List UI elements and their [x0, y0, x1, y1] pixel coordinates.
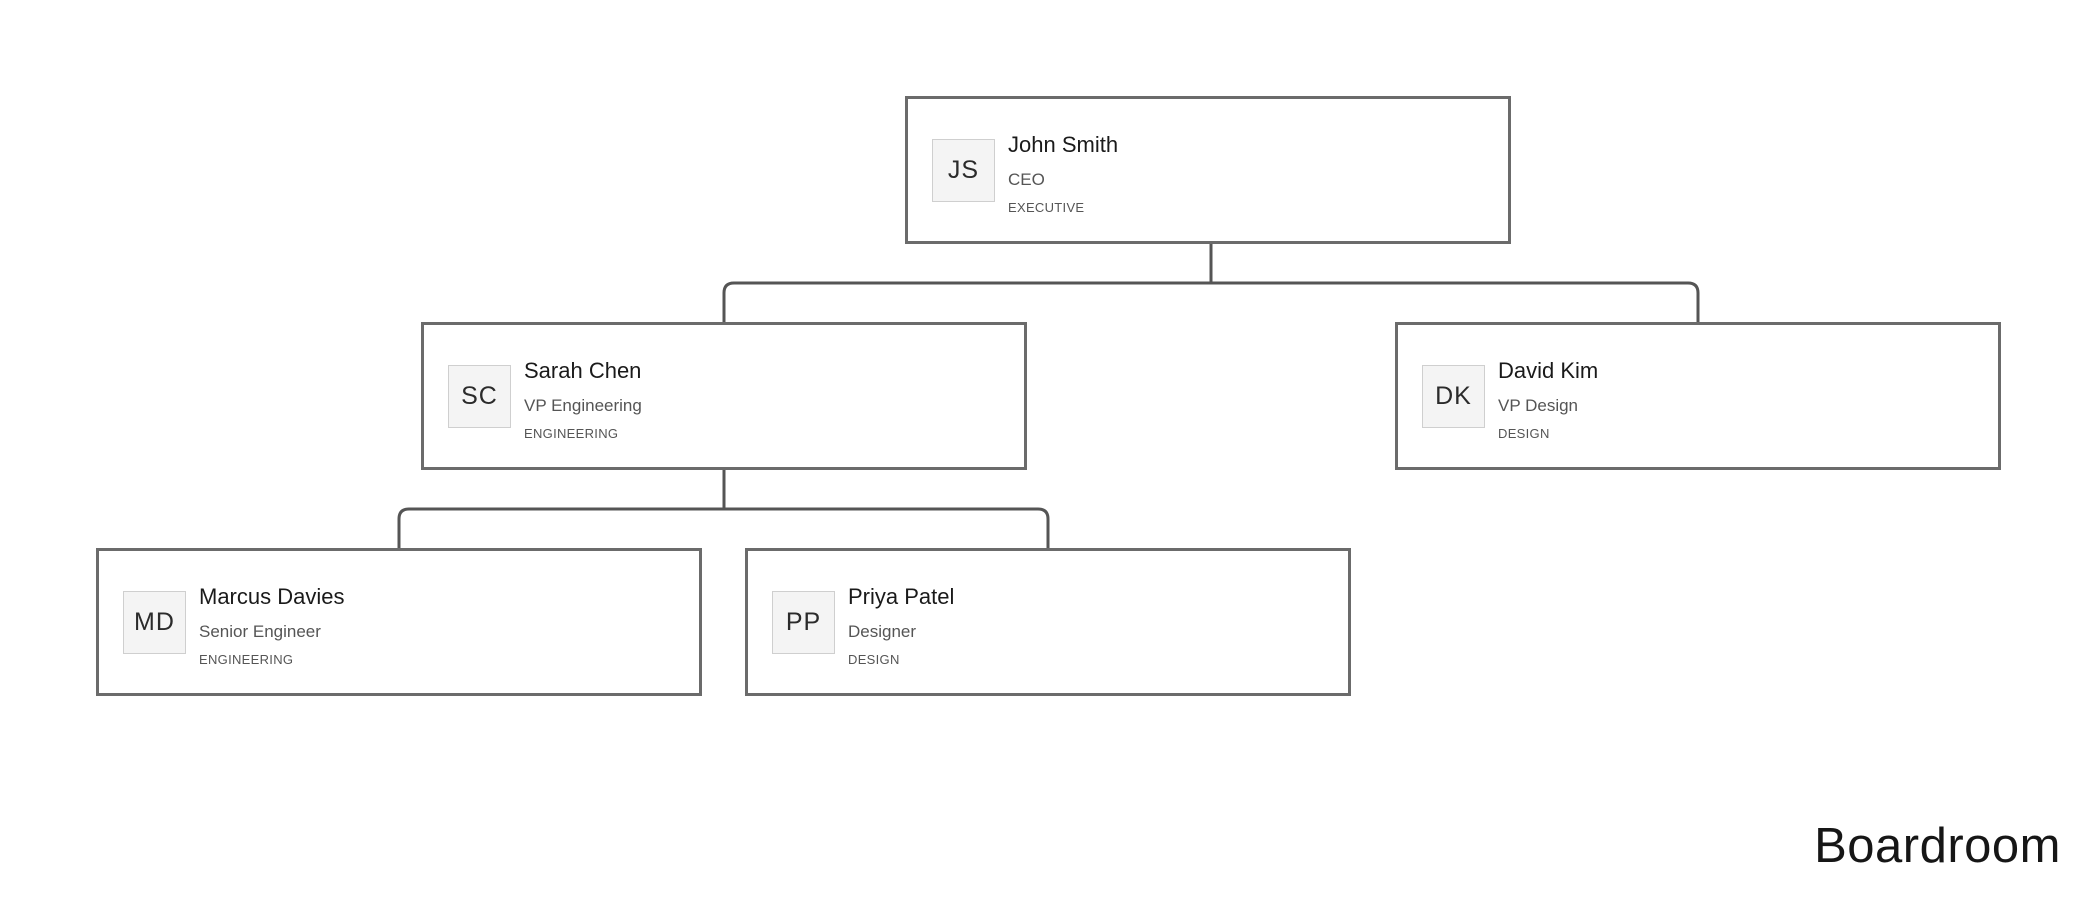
org-node-john-smith[interactable]: JS John Smith CEO EXECUTIVE: [905, 96, 1511, 244]
avatar: MD: [123, 591, 186, 654]
person-department: ENGINEERING: [199, 652, 294, 667]
avatar: PP: [772, 591, 835, 654]
org-node-sarah-chen[interactable]: SC Sarah Chen VP Engineering ENGINEERING: [421, 322, 1027, 470]
connector-ceo-to-vps: [722, 243, 1700, 322]
person-name: David Kim: [1498, 358, 1599, 383]
person-department: DESIGN: [848, 652, 900, 667]
person-role: CEO: [1008, 170, 1045, 189]
person-department: DESIGN: [1498, 426, 1550, 441]
org-node-david-kim[interactable]: DK David Kim VP Design DESIGN: [1395, 322, 2001, 470]
avatar: DK: [1422, 365, 1485, 428]
person-role: Senior Engineer: [199, 622, 321, 641]
person-name: Marcus Davies: [199, 584, 345, 609]
person-role: VP Engineering: [524, 396, 642, 415]
brand-wordmark: Boardroom: [1814, 819, 2061, 873]
person-name: Sarah Chen: [524, 358, 642, 383]
org-node-marcus-davies[interactable]: MD Marcus Davies Senior Engineer ENGINEE…: [96, 548, 702, 696]
person-role: VP Design: [1498, 396, 1579, 415]
connector-vp-engineering-to-reports: [397, 470, 1050, 548]
avatar: SC: [448, 365, 511, 428]
person-name: Priya Patel: [848, 584, 955, 609]
person-role: Designer: [848, 622, 917, 641]
person-department: ENGINEERING: [524, 426, 619, 441]
person-name: John Smith: [1008, 132, 1119, 157]
person-department: EXECUTIVE: [1008, 200, 1085, 215]
avatar: JS: [932, 139, 995, 202]
org-node-priya-patel[interactable]: PP Priya Patel Designer DESIGN: [745, 548, 1351, 696]
